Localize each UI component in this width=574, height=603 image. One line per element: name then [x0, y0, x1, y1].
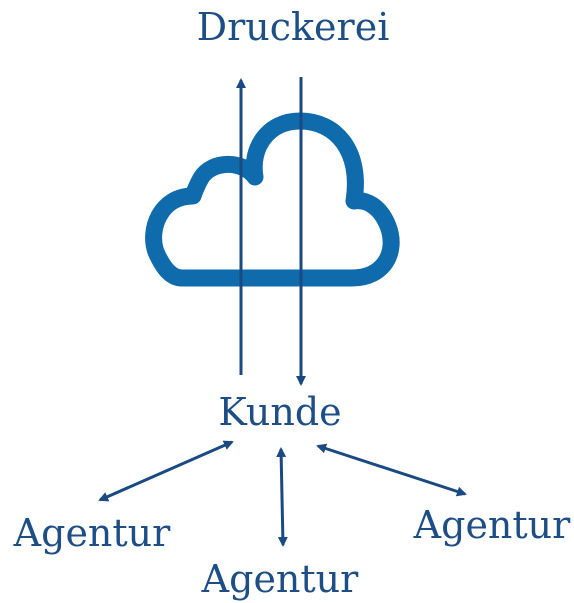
cloud-icon [145, 112, 400, 287]
label-agentur-right: Agentur [413, 503, 571, 547]
label-agentur-middle: Agentur [201, 557, 359, 601]
label-kunde: Kunde [218, 390, 341, 434]
arrow-kunde-agentur-middle [276, 447, 288, 547]
label-druckerei: Druckerei [197, 5, 390, 49]
arrow-kunde-agentur-right [316, 443, 467, 497]
arrow-kunde-agentur-left [98, 440, 234, 502]
label-agentur-left: Agentur [13, 511, 171, 555]
